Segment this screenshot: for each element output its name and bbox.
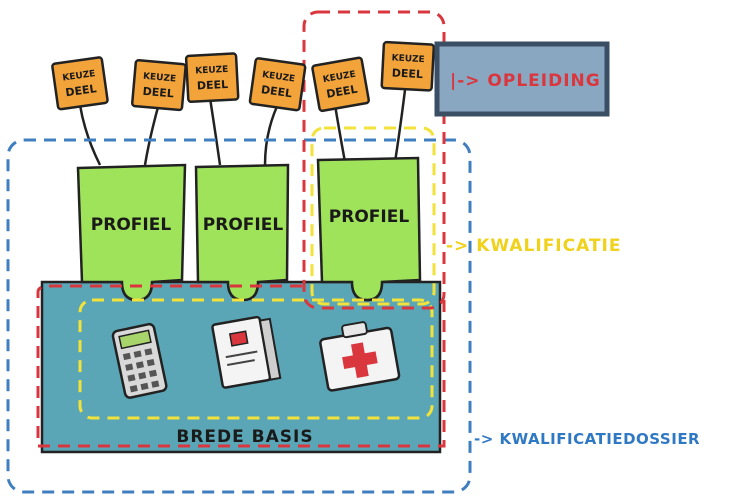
book-icon [211,315,282,389]
keuze-sign-5: KEUZE DEEL [311,56,371,113]
opleiding-frame-top [302,10,446,310]
keuze-sign-2: KEUZE DEEL [130,59,187,112]
kwalificatie-label: -> KWALIFICATIE [446,236,621,256]
keuze-sign-1: KEUZE DEEL [51,56,109,111]
keuze-sign-5-line2: DEEL [325,83,358,101]
profile-3: PROFIEL [316,156,422,302]
base-label: BREDE BASIS [176,427,313,447]
opleiding-frame-base [36,284,446,448]
keuze-sign-3-line1: KEUZE [195,65,229,77]
profile-2: PROFIEL [194,163,290,302]
keuze-sign-6: KEUZE DEEL [380,40,436,92]
profile-2-label: PROFIEL [203,215,284,235]
keuze-sign-2-line2: DEEL [142,85,174,101]
opleiding-label: |-> OPLEIDING [450,71,601,91]
first-aid-kit-icon [319,321,401,392]
keuze-sign-4: KEUZE DEEL [248,57,307,112]
keuze-sign-6-line2: DEEL [391,66,423,81]
keuze-sign-4-line2: DEEL [260,83,293,100]
keuze-sign-2-line1: KEUZE [143,72,177,85]
keuze-sign-1-line1: KEUZE [62,69,96,84]
calculator-icon [111,322,168,399]
profile-1-label: PROFIEL [91,215,172,235]
keuze-sign-1-line2: DEEL [65,82,98,99]
profile-1: PROFIEL [76,163,187,302]
kwalificatie-frame-profile [310,126,436,306]
kwalificatiedossier-label: -> KWALIFICATIEDOSSIER [474,430,700,448]
keuze-sign-3: KEUZE DEEL [184,52,240,104]
profile-3-label: PROFIEL [329,207,410,227]
keuze-sign-4-line1: KEUZE [261,70,295,85]
kwalificatie-frame-base [78,298,434,420]
keuze-sign-6-line1: KEUZE [391,53,425,65]
keuze-sign-3-line2: DEEL [197,78,229,93]
keuze-signs: KEUZE DEEL KEUZE DEEL KEUZE DEEL KEUZE D… [51,40,436,113]
opleiding-label-box: |-> OPLEIDING [434,41,610,117]
